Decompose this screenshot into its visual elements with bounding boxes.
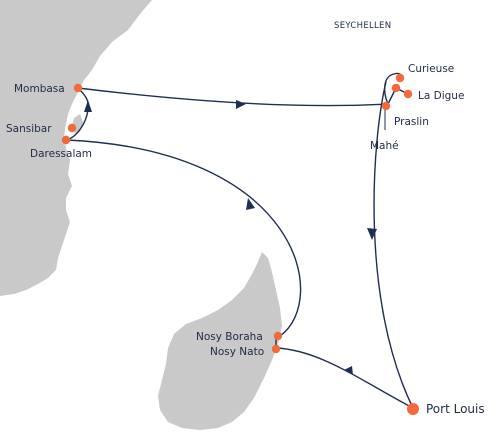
port-marker-nosy-boraha[interactable] <box>273 331 283 341</box>
port-label-mombasa: Mombasa <box>14 83 65 95</box>
port-marker-praslin[interactable] <box>381 101 391 111</box>
port-marker-daressalam[interactable] <box>61 135 71 145</box>
port-marker-mombasa[interactable] <box>73 83 83 93</box>
port-label-port-louis: Port Louis <box>426 402 485 416</box>
port-label-la-digue: La Digue <box>418 90 464 102</box>
port-marker-nosy-nato[interactable] <box>271 344 281 354</box>
port-label-praslin: Praslin <box>394 116 429 128</box>
direction-arrow-icon <box>246 198 255 210</box>
direction-arrow-icon <box>84 100 92 112</box>
cruise-route <box>65 72 414 409</box>
route-mombasa-to-seychelles <box>77 87 389 107</box>
port-label-sansibar: Sansibar <box>6 123 52 135</box>
port-label-daressalam: Daressalam <box>30 148 92 160</box>
port-marker-curieuse[interactable] <box>395 73 405 83</box>
labels: SEYCHELLEN Mombasa Sansibar Daressalam C… <box>6 21 485 416</box>
port-marker-la-digue[interactable] <box>403 89 413 99</box>
port-label-nosy-boraha: Nosy Boraha <box>196 331 263 343</box>
port-label-nosy-nato: Nosy Nato <box>210 346 264 358</box>
direction-arrow-icon <box>367 228 377 240</box>
africa-coast <box>0 0 152 296</box>
madagascar-island <box>158 252 282 430</box>
port-label-curieuse: Curieuse <box>408 63 454 75</box>
route-nosy-boraha-to-daressalam <box>65 139 302 337</box>
direction-arrow-icon <box>344 366 353 375</box>
port-marker-sansibar[interactable] <box>67 123 77 133</box>
port-markers <box>61 73 419 415</box>
route-seychelles-to-port-louis <box>373 81 414 409</box>
port-label-mahe: Mahé <box>370 140 399 152</box>
direction-arrows <box>84 100 377 375</box>
port-marker-port-louis[interactable] <box>407 403 419 415</box>
route-port-louis-to-nosy-nato <box>275 347 414 409</box>
region-label-seychellen: SEYCHELLEN <box>334 21 391 31</box>
direction-arrow-icon <box>236 100 246 109</box>
port-marker-praslin-north[interactable] <box>391 83 401 93</box>
